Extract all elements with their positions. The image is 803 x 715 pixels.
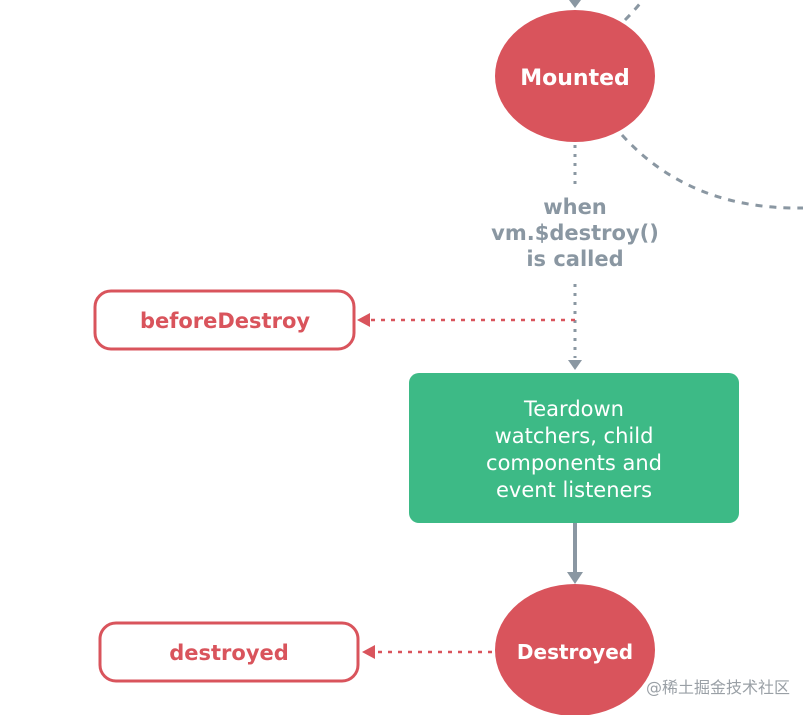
condition-line-1: when bbox=[543, 195, 607, 219]
update-loop-arc bbox=[620, 133, 803, 210]
destroy-condition: when vm.$destroy() is called bbox=[491, 195, 659, 271]
condition-line-2: vm.$destroy() bbox=[491, 221, 659, 245]
teardown-line-4: event listeners bbox=[496, 478, 652, 502]
teardown-node: Teardown watchers, child components and … bbox=[409, 373, 739, 523]
before-destroy-label: beforeDestroy bbox=[140, 309, 310, 333]
destroyed-hook-arrowhead bbox=[362, 645, 375, 659]
destroyed-node-label: Destroyed bbox=[517, 640, 633, 664]
update-loop-arc-top bbox=[623, 0, 645, 22]
destroyed-node: Destroyed bbox=[495, 584, 655, 715]
condition-to-teardown-arrowhead bbox=[568, 360, 582, 370]
before-destroy-hook: beforeDestroy bbox=[93, 289, 356, 351]
teardown-to-destroyed-arrowhead bbox=[567, 572, 583, 584]
condition-line-3: is called bbox=[526, 247, 623, 271]
mounted-node: Mounted bbox=[495, 10, 655, 142]
mounted-label: Mounted bbox=[520, 66, 630, 91]
destroyed-hook: destroyed bbox=[98, 621, 360, 683]
watermark-text: @稀土掘金技术社区 bbox=[646, 678, 790, 697]
teardown-line-3: components and bbox=[486, 451, 662, 475]
teardown-line-2: watchers, child bbox=[495, 424, 654, 448]
incoming-arrow-to-mounted bbox=[569, 0, 581, 8]
destroyed-hook-label: destroyed bbox=[169, 641, 289, 665]
teardown-line-1: Teardown bbox=[523, 397, 624, 421]
before-destroy-arrowhead bbox=[357, 313, 370, 327]
